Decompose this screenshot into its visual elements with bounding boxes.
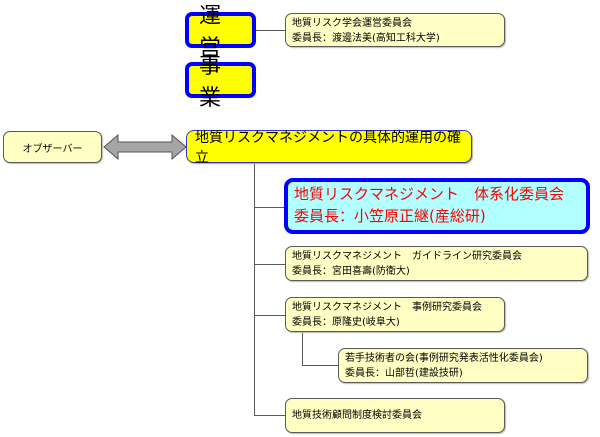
management-label-box[interactable]: 運営 xyxy=(185,4,256,61)
committee-name: 地質リスクマネジメント 事例研究委員会 xyxy=(292,302,482,313)
committee-box-guideline[interactable]: 地質リスクマネジメント ガイドライン研究委員会 委員長：宮田喜壽(防衛大) xyxy=(285,246,588,281)
committee-box-young-engineers[interactable]: 若手技術者の会(事例研究発表活性化委員会) 委員長：山部哲(建設技研) xyxy=(338,348,588,383)
branch-line-3 xyxy=(254,315,285,316)
committee-name: 若手技術者の会(事例研究発表活性化委員会) xyxy=(345,353,543,364)
business-label-box[interactable]: 事業 xyxy=(185,54,256,111)
management-label: 運営 xyxy=(199,4,234,61)
committee-chair: 委員長：小笠原正継(産総研) xyxy=(294,207,486,225)
committee-box-featured[interactable]: 地質リスクマネジメント 体系化委員会 委員長：小笠原正継(産総研) xyxy=(284,178,590,234)
observer-label: オブザーバー xyxy=(22,143,83,155)
connector-management xyxy=(255,30,285,31)
committee-box-case-study[interactable]: 地質リスクマネジメント 事例研究委員会 委員長：原隆史(岐阜大) xyxy=(285,297,505,332)
committee-box-advisor-system[interactable]: 地質技術顧問制度検討委員会 xyxy=(285,398,505,433)
committee-chair: 委員長：宮田喜壽(防衛大) xyxy=(292,266,410,277)
business-label: 事業 xyxy=(199,54,234,111)
sub-branch-vertical xyxy=(302,332,303,366)
main-theme-box[interactable]: 地質リスクマネジメントの具体的運用の確立 xyxy=(186,130,472,166)
committee-name: 地質リスクマネジメント ガイドライン研究委員会 xyxy=(292,251,522,262)
management-committee-box[interactable]: 地質リスク学会運営委員会 委員長：渡邊法美(高知工科大学) xyxy=(285,13,505,47)
sub-branch-horizontal xyxy=(302,365,338,366)
committee-chair: 委員長：渡邊法美(高知工科大学) xyxy=(292,33,440,44)
double-arrow-icon xyxy=(103,133,187,161)
branch-line-1 xyxy=(254,207,284,208)
branch-line-5 xyxy=(254,415,285,416)
committee-name: 地質リスクマネジメント 体系化委員会 xyxy=(294,185,565,203)
committee-name: 地質リスク学会運営委員会 xyxy=(292,18,412,29)
committee-chair: 委員長：原隆史(岐阜大) xyxy=(292,317,400,328)
observer-box[interactable]: オブザーバー xyxy=(3,131,102,163)
committee-name: 地質技術顧問制度検討委員会 xyxy=(292,410,422,421)
branch-line-2 xyxy=(254,264,285,265)
main-theme-label: 地質リスクマネジメントの具体的運用の確立 xyxy=(195,129,461,166)
trunk-line xyxy=(254,162,255,415)
committee-chair: 委員長：山部哲(建設技研) xyxy=(345,368,463,379)
